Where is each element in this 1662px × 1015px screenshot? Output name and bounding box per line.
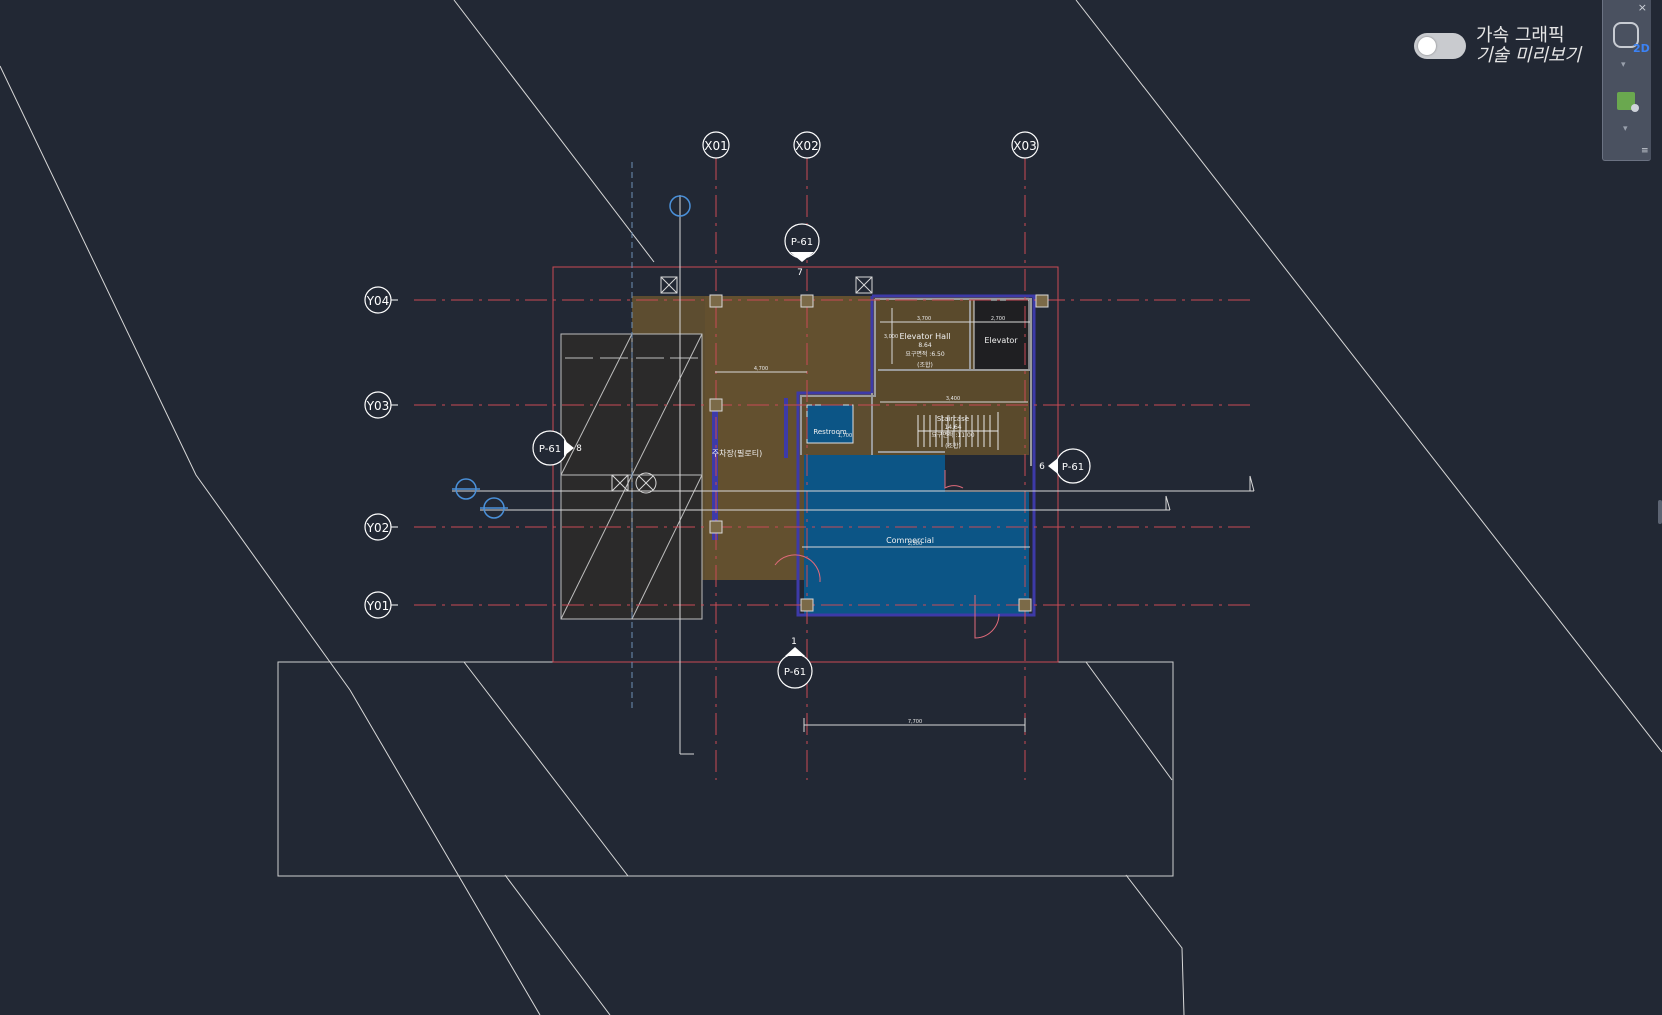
grid-bubble-y04: Y04 (364, 286, 398, 314)
section-tags[interactable]: P-61 7 P-61 8 P-61 6 P-61 1 (532, 223, 1091, 689)
room-labels: Elevator Hall 8.64 요구면적 :6.50 (조합) Eleva… (712, 332, 1018, 545)
dim-label: 3,400 (946, 396, 960, 402)
podium-outline (277, 661, 1174, 877)
dim-label: 2,500 (908, 541, 922, 547)
room-staircase: Staircase (937, 415, 969, 423)
dimension-labels: 4,700 3,700 2,700 3,400 1,700 2,500 3,00… (754, 316, 1005, 725)
graphics-toggle-group: 가속 그래픽 기술 미리보기 (1414, 26, 1581, 66)
toggle-label-line2: 기술 미리보기 (1476, 45, 1582, 66)
room-staircase-req: 요구면적 :11.00 (931, 431, 974, 439)
elevator-shaft (973, 299, 1030, 371)
svg-text:7: 7 (797, 268, 803, 278)
room-staircase-area: 14.64 (944, 424, 961, 431)
svg-text:Y03: Y03 (366, 399, 390, 413)
svg-text:Y02: Y02 (366, 521, 390, 535)
dim-label: 3,700 (917, 316, 931, 322)
restroom-area (806, 404, 854, 444)
svg-text:X01: X01 (704, 139, 728, 153)
section-tag-north: P-61 7 (784, 223, 820, 278)
dim-label: 4,700 (754, 366, 768, 372)
svg-text:8: 8 (576, 444, 582, 454)
grid-bubbles-y: Y04 Y03 Y02 Y01 (364, 286, 398, 619)
podium-diagonal (463, 661, 629, 877)
room-elevator-hall: Elevator Hall (899, 332, 950, 341)
svg-text:Y04: Y04 (366, 294, 390, 308)
svg-text:P-61: P-61 (1062, 462, 1084, 473)
columns (709, 294, 1049, 612)
grid-lines (414, 158, 1255, 780)
grid-bubble-x01: X01 (702, 131, 730, 159)
grid-bubble-y02: Y02 (364, 513, 398, 541)
room-restroom: Restroom (813, 428, 847, 436)
dim-label: 3,000 (884, 334, 898, 340)
scrollbar-handle[interactable] (1658, 500, 1662, 524)
dimension-lines (715, 308, 1030, 732)
section-tag-south: P-61 1 (777, 637, 813, 689)
elevation-lines (452, 475, 1255, 511)
toggle-label-line1: 가속 그래픽 (1476, 25, 1565, 46)
level-marker-icon (452, 195, 691, 519)
viewcube-icon[interactable] (1613, 22, 1639, 48)
svg-text:Y01: Y01 (366, 599, 390, 613)
grid-bubbles-x: X01 X02 X03 (702, 131, 1039, 159)
svg-text:X03: X03 (1013, 139, 1037, 153)
dim-label: 2,700 (991, 316, 1005, 322)
room-elevator-hall-area: 8.64 (918, 342, 932, 349)
navigation-bar: × 2D ▾ ▾ ≡ (1602, 0, 1651, 161)
svg-text:P-61: P-61 (791, 237, 813, 248)
grid-bubble-y03: Y03 (364, 391, 398, 419)
close-icon[interactable]: × (1637, 1, 1647, 14)
svg-text:1: 1 (791, 637, 797, 647)
grid-bubble-x03: X03 (1011, 131, 1039, 159)
graphics-acceleration-toggle[interactable] (1414, 33, 1466, 59)
view-mode-label[interactable]: 2D (1633, 42, 1650, 55)
section-tag-east: P-61 6 (1039, 448, 1091, 484)
grid-bubble-y01: Y01 (364, 591, 398, 619)
tool-badge-icon (1631, 104, 1639, 112)
room-elevator: Elevator (984, 336, 1018, 345)
room-elevator-hall-req: 요구면적 :6.50 (905, 350, 945, 358)
pan-tool-icon[interactable] (1617, 92, 1635, 110)
parking-lines (560, 333, 703, 620)
svg-text:P-61: P-61 (539, 444, 561, 455)
section-tag-west: P-61 8 (532, 430, 582, 466)
toggle-labels: 가속 그래픽 기술 미리보기 (1476, 26, 1581, 66)
chevron-down-icon[interactable]: ▾ (1623, 124, 1628, 134)
svg-text:X02: X02 (795, 139, 819, 153)
grid-bubble-x02: X02 (793, 131, 821, 159)
chevron-down-icon[interactable]: ▾ (1621, 60, 1626, 70)
staircase-treads (917, 412, 999, 450)
svg-text:6: 6 (1039, 462, 1045, 472)
menu-icon[interactable]: ≡ (1641, 146, 1649, 156)
door-swings (774, 470, 1000, 639)
room-staircase-note: (조합) (945, 442, 961, 450)
commercial-notch (945, 455, 1029, 492)
walls (712, 294, 1036, 617)
column-x-markers (611, 276, 873, 494)
svg-text:P-61: P-61 (784, 667, 806, 678)
room-elevator-hall-note: (조합) (917, 361, 933, 369)
room-parking: 주차장(필로티) (712, 448, 762, 458)
toggle-knob (1418, 37, 1436, 55)
room-commercial: Commercial (886, 536, 934, 545)
dim-label: 7,700 (908, 719, 922, 725)
dim-label: 1,700 (838, 433, 852, 439)
